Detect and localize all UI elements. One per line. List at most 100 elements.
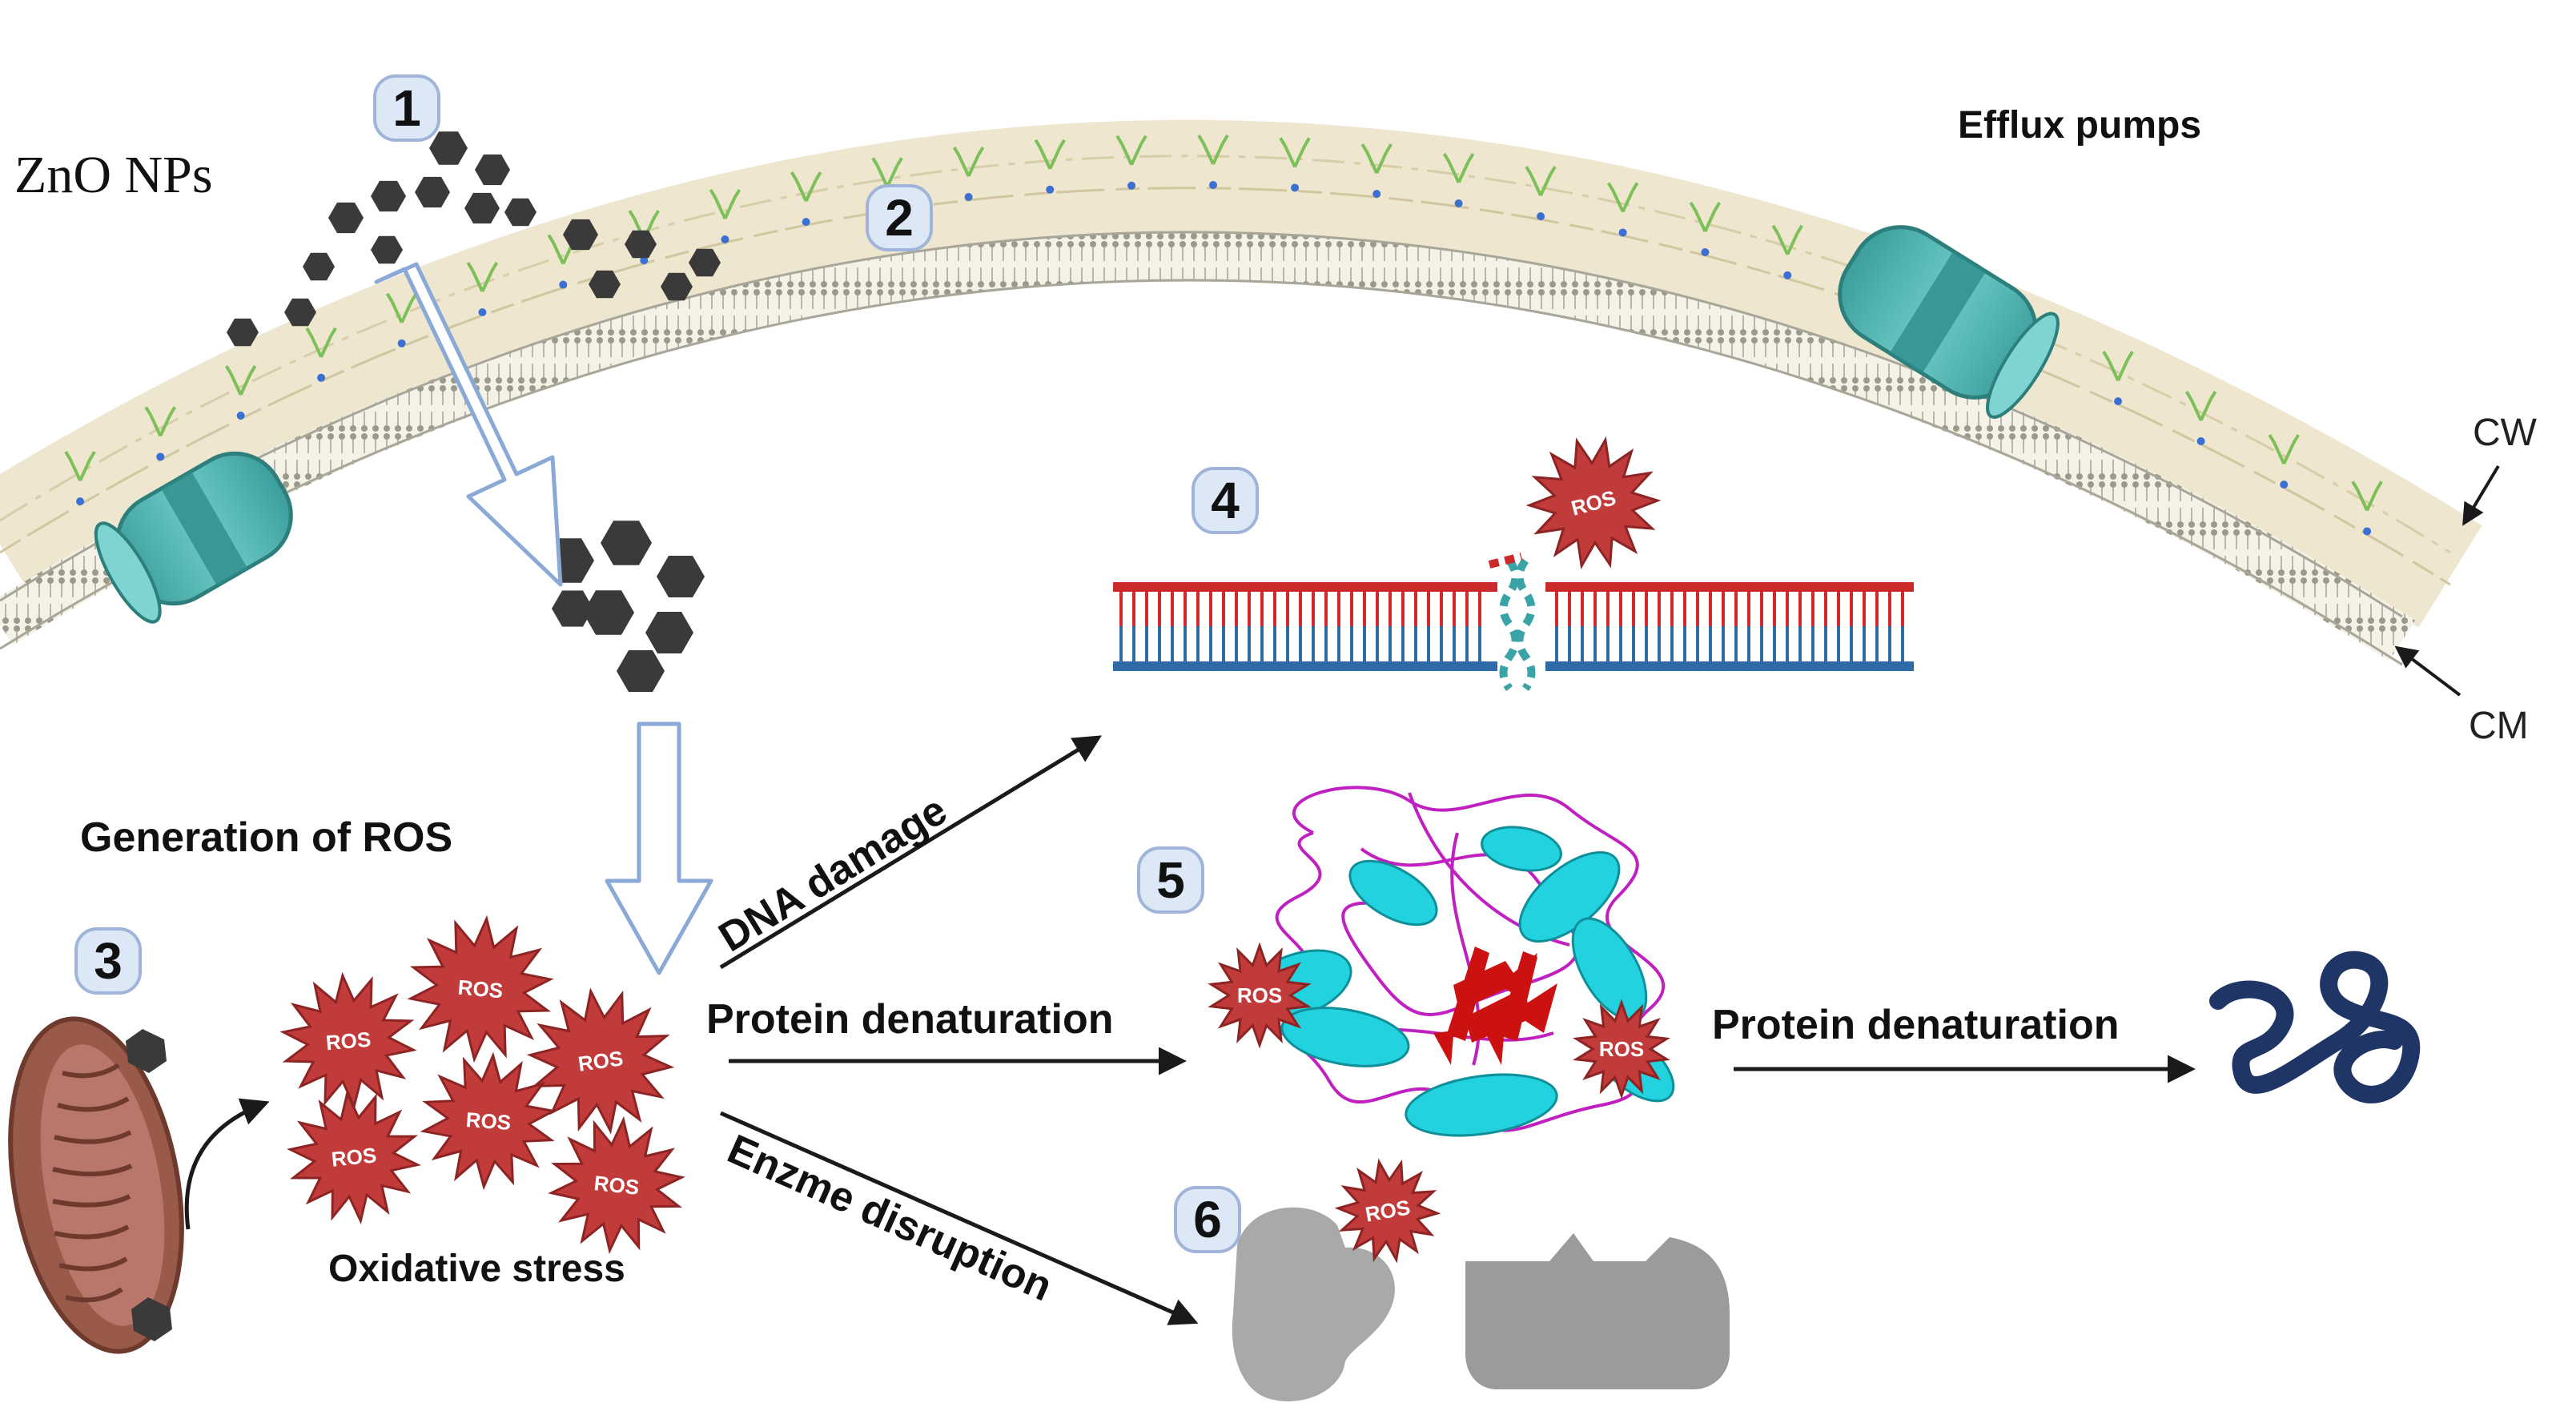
protein-structure [1242, 786, 1675, 1137]
enzyme-disruption-arrow [719, 1111, 1199, 1325]
dna-damage-arrow [719, 735, 1102, 970]
nanoparticle-hexagon [617, 650, 665, 692]
ros-burst: ROS [526, 987, 675, 1135]
step-badges: 1 2 3 4 5 6 [74, 74, 1259, 1253]
step-number: 2 [885, 189, 914, 247]
glycan-anchor [478, 308, 487, 316]
ros-label: ROS [1599, 1037, 1644, 1061]
dna-damage-label: DNA damage [711, 787, 955, 962]
glycan-anchor [964, 193, 973, 201]
nanoparticle-hexagon [552, 590, 593, 627]
nanoparticle-hexagon [464, 192, 500, 224]
glycan-branch [1689, 201, 1722, 232]
glycan-anchor [1372, 190, 1381, 199]
cm-arrow [2394, 645, 2461, 697]
glycan-branch [224, 364, 257, 396]
glycan-anchor [721, 235, 729, 243]
glycan-branch [2184, 390, 2217, 421]
ros-burst: ROS [279, 971, 417, 1111]
enzyme-right [1465, 1233, 1730, 1389]
glycan-anchor [236, 412, 245, 420]
glycan-branch [64, 451, 96, 481]
glycan-anchor [397, 339, 406, 348]
step-badge-4: 4 [1192, 467, 1259, 534]
cell-membrane-outline-top [0, 231, 2403, 618]
nanoparticle-hexagon [583, 590, 634, 635]
glycan-branch [2102, 351, 2134, 381]
ros-generation-arrow [605, 722, 713, 975]
glycan-anchor [1783, 271, 1792, 279]
glycan-anchor [76, 497, 85, 506]
glycan-branch [385, 292, 418, 324]
ros-label: ROS [457, 975, 504, 1003]
glycan-anchor [559, 280, 568, 289]
glycan-anchor [1701, 248, 1710, 256]
glycan-anchor [317, 373, 326, 382]
cw-arrow [2462, 464, 2500, 526]
step-number: 3 [94, 932, 123, 990]
glycan-anchor [1454, 199, 1463, 207]
glycan-branch [1360, 143, 1392, 174]
nanoparticle-hexagon [504, 198, 536, 227]
nanoparticle-hexagon [227, 318, 259, 347]
ros-burst: ROS [287, 1089, 421, 1225]
step-number: 6 [1193, 1191, 1222, 1248]
glycan-branch [1606, 182, 1639, 213]
ros-label: ROS [593, 1171, 640, 1200]
protein-loops [1275, 786, 1666, 1132]
nanoparticle-hexagon [601, 521, 652, 565]
glycan-branch [1771, 224, 1803, 255]
dna-break-top [1488, 553, 1523, 569]
nanoparticle-hexagon [661, 272, 693, 301]
glycan-branch [1197, 134, 1229, 165]
nanoparticle-hexagon [371, 180, 406, 212]
cell-membrane-bilayer [0, 232, 2416, 661]
cm-label: CM [2469, 705, 2529, 747]
nanoparticle-hexagon [328, 202, 364, 234]
denatured-protein-chain [2209, 951, 2421, 1103]
step-badge-2: 2 [866, 184, 933, 251]
oxidative-stress-label: Oxidative stress [328, 1248, 625, 1290]
glycan-branch [547, 234, 579, 265]
glycan-branch [1034, 139, 1066, 170]
nanoparticle-hexagon [625, 230, 657, 259]
cell-wall-mesh [0, 155, 2451, 554]
glycan-anchor [2114, 397, 2123, 406]
ros-burst: ROS [407, 914, 554, 1063]
glycan-branch [952, 146, 985, 177]
glycan-anchor [802, 218, 810, 227]
zno-nps-label: ZnO NPs [14, 146, 213, 204]
cell-wall-band [0, 119, 2482, 628]
ros-burst: ROS [1334, 1158, 1441, 1264]
efflux-pump-left [94, 451, 293, 624]
nanoparticle-hexagon [371, 235, 403, 264]
step-number: 1 [392, 79, 421, 137]
generation-of-ros-label: Generation of ROS [80, 814, 452, 861]
cell-envelope [0, 119, 2482, 666]
dna-break-strand [1499, 558, 1536, 691]
step-badge-1: 1 [373, 74, 440, 142]
protein-denaturation-label-1: Protein denaturation [706, 996, 1113, 1043]
glycan-branch [466, 261, 499, 292]
ros-label: ROS [1237, 983, 1282, 1007]
glycan-anchor [1537, 212, 1545, 221]
nanoparticle-hexagon [563, 219, 598, 251]
nanoparticle-hexagon [429, 131, 468, 165]
step-badge-5: 5 [1137, 846, 1204, 914]
dna-double-strand [1113, 553, 1914, 691]
dna-strand-top-right [1545, 582, 1914, 592]
dna-strand-bottom-right [1545, 661, 1914, 671]
protein-denaturation-label-2: Protein denaturation [1712, 1002, 2119, 1048]
glycan-branch [709, 188, 741, 219]
glycan-anchor [2196, 437, 2205, 445]
zno-nanoparticles [227, 131, 721, 692]
ros-label: ROS [325, 1027, 372, 1055]
nanoparticle-hexagon [657, 556, 705, 597]
glycan-anchor [640, 256, 649, 265]
dna-base-pairs [1119, 592, 1904, 661]
step-badge-3: 3 [74, 927, 142, 995]
nanoparticle-hexagon [475, 154, 510, 186]
nanoparticle-hexagon [303, 252, 335, 281]
